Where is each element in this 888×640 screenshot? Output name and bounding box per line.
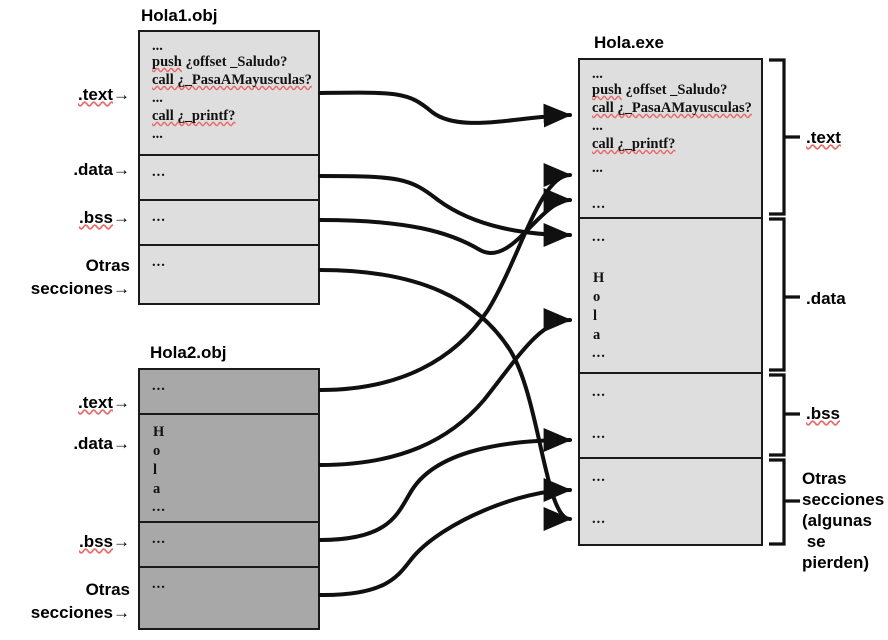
exe-code-line-4: ...	[592, 118, 603, 134]
exe-bss-dots-bottom: ...	[592, 426, 606, 442]
hola2-label-text-word: .text	[78, 393, 113, 412]
hola1-otras-dots: ...	[152, 254, 166, 270]
code-token-push: push	[152, 54, 182, 70]
hola2-label-bss-word: .bss	[78, 532, 113, 551]
hola1-code-line-1: ...	[152, 38, 163, 54]
hola1-code-line-3: call ¿_PasaAMayusculas?	[152, 72, 312, 89]
hola2-data-dots: ...	[152, 499, 166, 515]
arrow-h1text-to-exetext	[318, 90, 572, 128]
hola2-label-text: .text→	[78, 393, 130, 412]
hola-exe-box: ... push ¿offset _Saludo? call ¿_PasaAMa…	[578, 58, 763, 546]
arrow-h1bss-to-exetextbottom	[318, 188, 572, 255]
hola1-section-otras: ...	[140, 246, 318, 303]
exe-otras-dots-top: ...	[592, 469, 606, 485]
hola2-text-dots: ...	[152, 378, 166, 394]
arrow-h1data-to-exedata	[318, 174, 572, 247]
exe-code-line-6: ...	[592, 160, 603, 176]
hola2-otras-dots: ...	[152, 576, 166, 592]
hola2-label-bss: .bss→	[78, 532, 130, 551]
hola1-section-text: ... push ¿offset _Saludo? call ¿_PasaAMa…	[140, 32, 318, 156]
exe-data-dots-top: ...	[592, 229, 606, 245]
hola1-bss-dots: ...	[152, 209, 166, 225]
exe-code-line-5: call ¿_printf?	[592, 136, 675, 153]
hola1-label-bss: .bss→	[78, 208, 130, 227]
hola1-code-line-4: ...	[152, 90, 163, 106]
exe-code-line-3: call ¿_PasaAMayusculas?	[592, 100, 752, 117]
hola1-section-bss: ...	[140, 201, 318, 246]
bracket-exe-text	[769, 58, 800, 216]
exe-label-bss-word: .bss	[806, 404, 841, 423]
exe-text-extra-dots: ...	[592, 196, 606, 212]
code-token-offset: ¿offset _Saludo?	[185, 54, 288, 70]
exe-label-bss: .bss	[806, 404, 888, 424]
hola2-obj-title: Hola2.obj	[150, 343, 227, 362]
hola1-code-line-5: call ¿_printf?	[152, 108, 235, 125]
code-token-call-printf: call ¿_printf?	[152, 108, 236, 124]
hola1-label-bss-word: .bss	[78, 208, 113, 227]
exe-data-dots-bottom: ...	[592, 345, 606, 361]
hola2-label-data: .data→	[73, 434, 130, 453]
exe-section-bss: ... ...	[580, 374, 761, 459]
exe-section-otras: ... ...	[580, 459, 761, 544]
hola1-label-text: .text→	[78, 85, 130, 104]
exe-bss-dots-top: ...	[592, 384, 606, 400]
arrow-h2otras-to-exeotras	[318, 478, 572, 598]
exe-code-line-1: ...	[592, 66, 603, 82]
hola2-bss-dots: ...	[152, 531, 166, 547]
arrow-group	[318, 90, 572, 598]
hola1-section-data: ...	[140, 156, 318, 201]
exe-section-text: ... push ¿offset _Saludo? call ¿_PasaAMa…	[580, 60, 761, 219]
exe-otras-dots-bottom: ...	[592, 511, 606, 527]
hola2-section-bss: ...	[140, 523, 318, 568]
hola-exe-title: Hola.exe	[594, 33, 664, 52]
exe-code-line-2: push ¿offset _Saludo?	[592, 82, 727, 99]
code-token-call: call ¿_PasaAMayusculas?	[152, 72, 312, 88]
hola2-section-otras: ...	[140, 568, 318, 628]
exe-code-token-call: call ¿_PasaAMayusculas?	[592, 100, 752, 116]
hola1-obj-title: Hola1.obj	[141, 6, 218, 25]
arrow-h2data-to-exedata-hola	[318, 308, 572, 467]
bracket-exe-data	[769, 217, 800, 372]
hola1-code-line-6: ...	[152, 126, 163, 142]
bracket-group	[769, 58, 800, 546]
exe-label-data: .data	[806, 289, 846, 308]
exe-code-token-offset: ¿offset _Saludo?	[625, 82, 728, 98]
arrow-h1otras-to-exeotras	[318, 268, 572, 531]
arrow-h2bss-to-exebss	[318, 428, 572, 542]
hola1-obj-box: ... push ¿offset _Saludo? call ¿_PasaAMa…	[138, 30, 320, 305]
hola1-code-line-2: push ¿offset _Saludo?	[152, 54, 287, 71]
arrow-h2text-to-exetext	[318, 163, 572, 392]
exe-label-text-word: .text	[806, 128, 841, 147]
exe-code-token-push: push	[592, 82, 622, 98]
hola1-data-dots: ...	[152, 164, 166, 180]
exe-code-token-call-printf: call ¿_printf?	[592, 136, 676, 152]
hola1-label-text-word: .text	[78, 85, 113, 104]
exe-label-text: .text	[806, 128, 888, 148]
hola2-section-text: ...	[140, 370, 318, 415]
bracket-exe-bss	[769, 373, 800, 457]
bracket-exe-otras	[769, 458, 800, 546]
hola1-label-data: .data→	[73, 160, 130, 179]
